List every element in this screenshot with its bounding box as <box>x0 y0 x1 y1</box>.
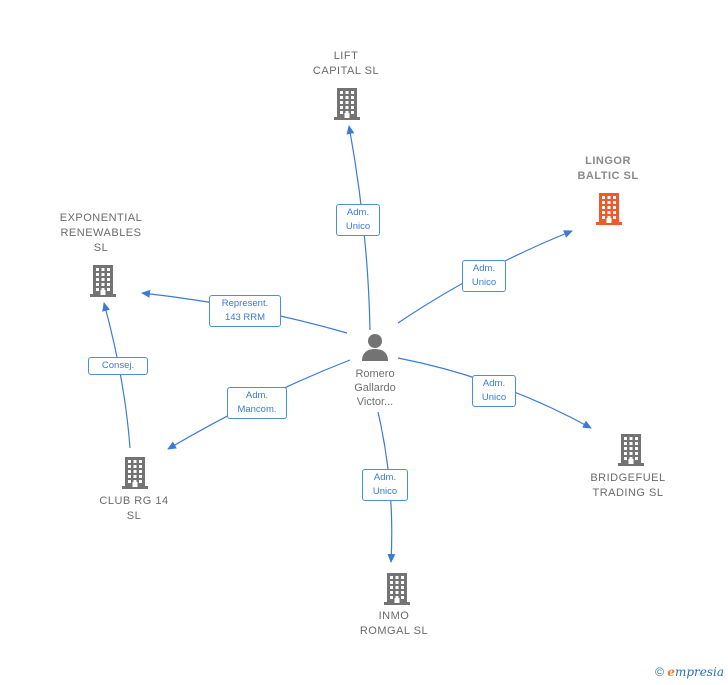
building-icon <box>122 457 148 489</box>
empresia-logo[interactable]: empresia <box>667 665 724 679</box>
building-icon <box>334 88 360 120</box>
company-label-bridgefuel-trading: BRIDGEFUEL TRADING SL <box>590 472 666 499</box>
edge-consej <box>102 302 131 449</box>
building-icon <box>90 265 116 297</box>
person-name: Romero Gallardo Victor... <box>354 368 396 408</box>
company-label-lift-capital: LIFT CAPITAL SL <box>312 50 380 77</box>
relation-label-exponential-renewables[interactable]: Represent. 143 RRM <box>209 295 281 327</box>
person-icon <box>362 334 388 361</box>
copyright-footer: © empresia <box>655 665 724 679</box>
company-label-club-rg-14: CLUB RG 14 SL <box>99 495 169 522</box>
company-label-lingor-baltic: LINGOR BALTIC SL <box>577 155 639 182</box>
building-icon <box>384 573 410 605</box>
company-label-exponential-renewables: EXPONENTIAL RENEWABLES SL <box>59 212 143 254</box>
relation-label-lingor-baltic[interactable]: Adm. Unico <box>462 260 506 292</box>
relation-label-bridgefuel-trading[interactable]: Adm. Unico <box>472 375 516 407</box>
building-icon <box>618 434 644 466</box>
relation-label-lift-capital[interactable]: Adm. Unico <box>336 204 380 236</box>
relation-label-inmo-romgal[interactable]: Adm. Unico <box>362 469 408 501</box>
relation-label-club-rg-14[interactable]: Adm. Mancom. <box>227 387 287 419</box>
company-label-inmo-romgal: INMO ROMGAL SL <box>359 610 429 637</box>
copyright-symbol: © <box>655 665 664 679</box>
relation-label-consejero[interactable]: Consej. <box>88 357 148 375</box>
building-icon <box>596 193 622 225</box>
